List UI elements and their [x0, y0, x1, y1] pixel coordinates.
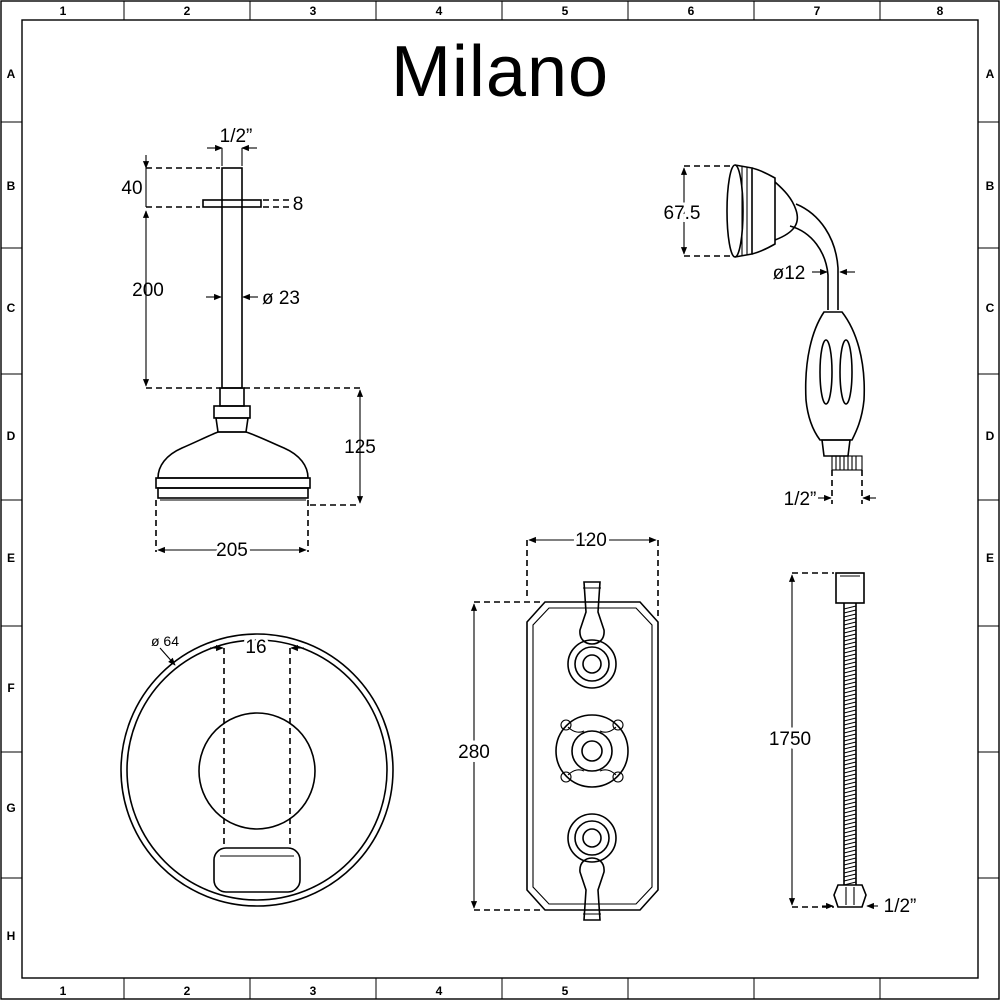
dim-wall-depth: 16	[245, 637, 266, 658]
zone-row-H-left: H	[7, 929, 16, 943]
dim-arm-top: 40	[121, 178, 142, 199]
zone-col-3-bottom: 3	[310, 984, 317, 998]
dim-head-height: 125	[344, 437, 376, 458]
zone-col-5-bottom: 5	[562, 984, 569, 998]
dim-hose-length: 1750	[769, 729, 811, 750]
ceiling-arm-and-head: 1/2” 40 8 200 ø 23 125 205	[121, 126, 376, 564]
zone-col-5-top: 5	[562, 4, 569, 18]
zone-col-1-top: 1	[60, 4, 67, 18]
zone-row-F-left: F	[7, 681, 14, 695]
zone-col-6-top: 6	[688, 4, 695, 18]
zone-row-B-right: B	[986, 179, 995, 193]
zone-row-C-right: C	[986, 301, 995, 315]
zone-col-1-bottom: 1	[60, 984, 67, 998]
zone-row-E-right: E	[986, 551, 994, 565]
wall-outlet: ø 64 16	[120, 633, 394, 907]
zone-col-7-top: 7	[814, 4, 821, 18]
dim-arm-length: 200	[132, 280, 164, 301]
brand-title: Milano	[391, 32, 609, 112]
zone-row-A-right: A	[986, 67, 995, 81]
valve-plate: 120 280	[454, 527, 659, 921]
dim-wall-diameter: ø 64	[151, 633, 179, 649]
hand-shower: 67.5 ø12 1/2”	[661, 164, 876, 510]
zone-row-A-left: A	[7, 67, 16, 81]
dim-head-width: 205	[216, 540, 248, 561]
zone-col-2-bottom: 2	[184, 984, 191, 998]
zone-row-B-left: B	[7, 179, 16, 193]
dim-handset-head: 67.5	[664, 203, 701, 224]
dim-flange-thickness: 8	[293, 194, 304, 215]
shower-hose: 1750 1/2”	[765, 572, 917, 917]
dim-plate-height: 280	[458, 742, 490, 763]
dim-arm-thread: 1/2”	[220, 126, 253, 147]
zone-row-G-left: G	[6, 801, 15, 815]
dim-handset-thread: 1/2”	[784, 489, 817, 510]
zone-col-4-top: 4	[436, 4, 443, 18]
dim-handset-neck: ø12	[773, 263, 806, 284]
zone-row-E-left: E	[7, 551, 15, 565]
zone-row-C-left: C	[7, 301, 16, 315]
zone-row-D-right: D	[986, 429, 995, 443]
dim-plate-width: 120	[575, 530, 607, 551]
zone-col-2-top: 2	[184, 4, 191, 18]
zone-row-D-left: D	[7, 429, 16, 443]
dim-arm-diameter: ø 23	[262, 288, 300, 309]
zone-col-3-top: 3	[310, 4, 317, 18]
zone-col-4-bottom: 4	[436, 984, 443, 998]
dim-hose-thread: 1/2”	[884, 896, 917, 917]
zone-col-8-top: 8	[937, 4, 944, 18]
